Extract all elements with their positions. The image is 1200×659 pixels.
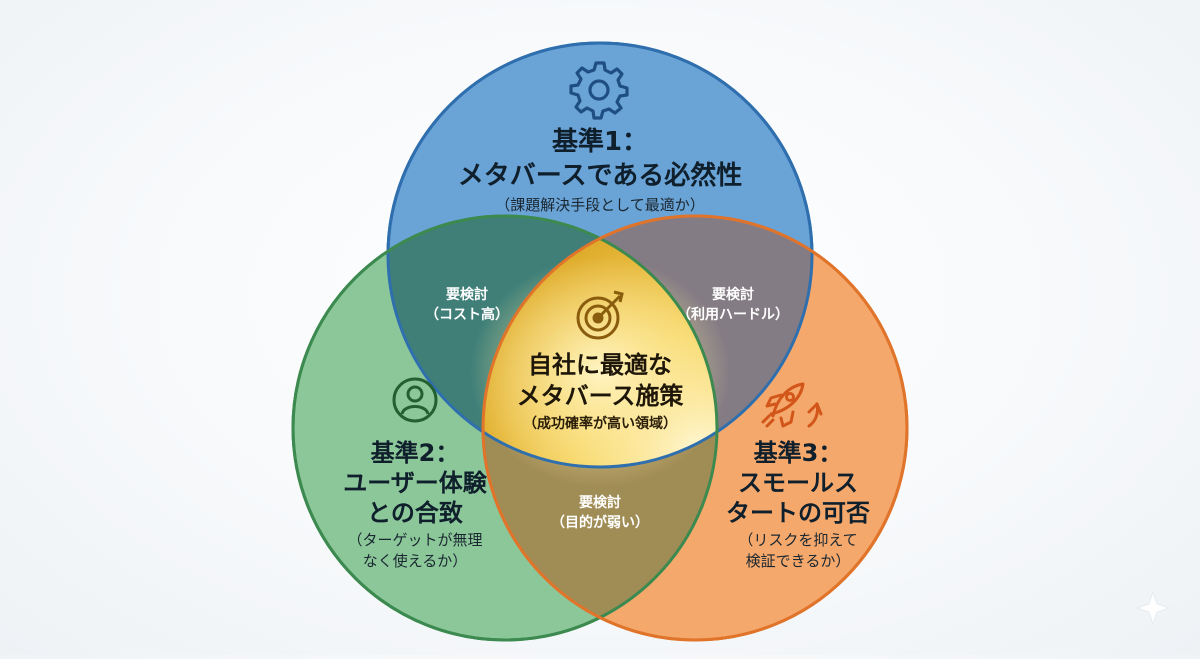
criterion-2-title-line-1: 基準2： xyxy=(370,439,460,467)
overlap-1-3-note: （利用ハードル） xyxy=(677,307,789,323)
criterion-1-subtitle: （課題解決手段として最適か） xyxy=(495,196,705,214)
criterion-2-subtitle-line-1: （ターゲットが無理 xyxy=(347,531,483,549)
overlap-1-2-label: 要検討 （コスト高） xyxy=(425,285,509,325)
overlap-2-3-label: 要検討 （目的が弱い） xyxy=(551,493,649,533)
center-glow xyxy=(470,257,730,487)
criterion-3-label: 基準3： スモールス タートの可否 （リスクを抑えて 検証できるか） xyxy=(726,438,870,572)
criterion-3-subtitle-line-2: 検証できるか） xyxy=(745,552,851,570)
outline-criterion-1 xyxy=(386,41,814,469)
center-title-line-2: メタバース施策 xyxy=(516,382,684,410)
criterion-3-subtitle-line-1: （リスクを抑えて xyxy=(738,531,858,549)
criterion-2-subtitle-line-2: なく使えるか） xyxy=(362,552,468,570)
criterion-3-title-line-2: スモールス xyxy=(738,469,858,497)
criterion-2-subtitle: （ターゲットが無理 なく使えるか） xyxy=(343,530,487,572)
overlap-2-3-note: （目的が弱い） xyxy=(551,515,649,531)
criterion-2-title: 基準2： ユーザー体験 との合致 xyxy=(343,438,487,528)
user-icon xyxy=(392,377,438,423)
criterion-1-title-line-1: 基準1： xyxy=(551,127,649,157)
overlap-2-3-title: 要検討 xyxy=(579,495,621,511)
criterion-3-title-line-3: タートの可否 xyxy=(726,499,870,527)
criterion-1-title-line-2: メタバースである必然性 xyxy=(457,161,743,191)
outline-criterion-2 xyxy=(291,214,719,642)
center-title: 自社に最適な メタバース施策 xyxy=(517,350,684,412)
criterion-1-title: 基準1： メタバースである必然性 xyxy=(458,125,742,193)
criterion-3-title: 基準3： スモールス タートの可否 xyxy=(726,438,870,528)
criterion-1-label: 基準1： メタバースである必然性 （課題解決手段として最適か） xyxy=(458,125,742,216)
outline-criterion-3 xyxy=(481,214,909,642)
overlap-1-2-note: （コスト高） xyxy=(425,307,509,323)
overlap-1-3-label: 要検討 （利用ハードル） xyxy=(677,285,789,325)
gear-icon xyxy=(569,61,629,120)
center-title-line-1: 自社に最適な xyxy=(528,351,672,379)
criterion-2-label: 基準2： ユーザー体験 との合致 （ターゲットが無理 なく使えるか） xyxy=(343,438,487,572)
overlap-1-3-title: 要検討 xyxy=(712,287,754,303)
sparkle-icon xyxy=(1135,590,1171,626)
criterion-3-subtitle: （リスクを抑えて 検証できるか） xyxy=(726,530,870,572)
target-icon xyxy=(576,290,624,340)
criterion-2-title-line-2: ユーザー体験 xyxy=(343,469,487,497)
center-subtitle: （成功確率が高い領域） xyxy=(523,416,677,432)
center-label: 自社に最適な メタバース施策 （成功確率が高い領域） xyxy=(517,350,684,434)
criterion-3-title-line-1: 基準3： xyxy=(753,439,843,467)
criterion-2-title-line-3: との合致 xyxy=(367,499,463,527)
rocket-icon xyxy=(761,382,823,428)
overlap-1-2-title: 要検討 xyxy=(446,287,488,303)
